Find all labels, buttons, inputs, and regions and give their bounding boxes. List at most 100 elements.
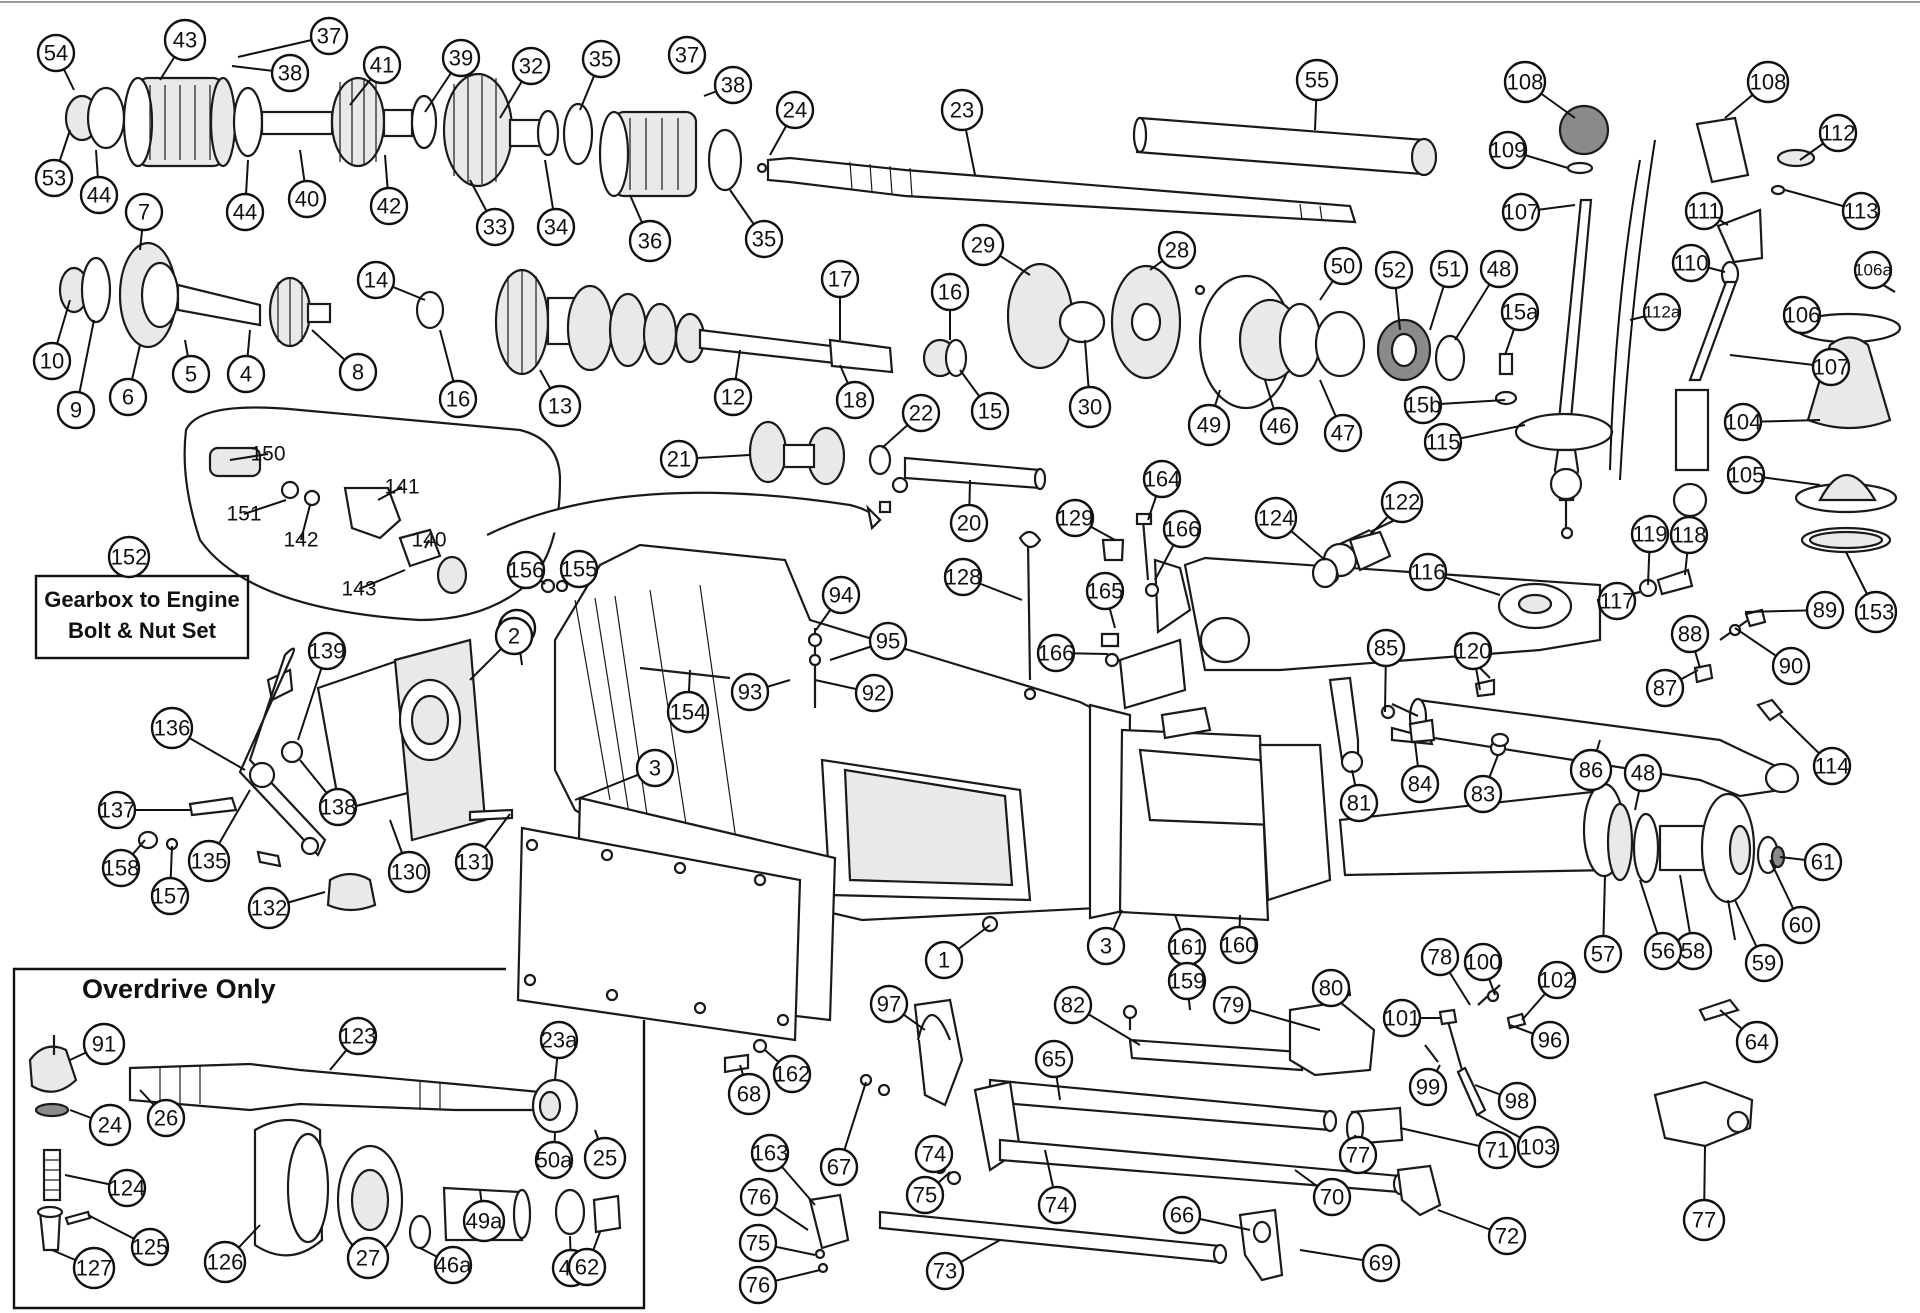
callout-circle bbox=[1420, 937, 1460, 977]
callout-text: 3 bbox=[1100, 934, 1112, 959]
callout-90: 90 bbox=[1771, 646, 1811, 686]
callout-circle bbox=[1501, 192, 1541, 232]
callout-text: 135 bbox=[191, 849, 228, 874]
callout-text: 8 bbox=[352, 360, 364, 385]
callout-text: 163 bbox=[752, 1141, 789, 1166]
callout-73: 73 bbox=[925, 1251, 965, 1291]
callout-text: 106 bbox=[1784, 303, 1821, 328]
callout-circle bbox=[362, 45, 402, 85]
callout-32: 32 bbox=[511, 46, 551, 86]
callout-163: 163 bbox=[750, 1133, 790, 1173]
callout-132: 132 bbox=[247, 886, 291, 930]
callout-120: 120 bbox=[1453, 631, 1493, 671]
callout-16: 16 bbox=[438, 379, 478, 419]
callout-circle bbox=[1403, 385, 1443, 425]
callout-circle bbox=[1597, 581, 1637, 621]
callout-text: 85 bbox=[1374, 636, 1398, 661]
callout-158: 158 bbox=[101, 848, 141, 888]
callout-circle bbox=[1382, 998, 1422, 1038]
callout-circle bbox=[1219, 925, 1259, 965]
top-cover-fittings bbox=[1100, 512, 1767, 748]
speedometer-drive-inset bbox=[183, 406, 882, 622]
callout-circle bbox=[914, 1134, 954, 1174]
callout-22: 22 bbox=[901, 393, 941, 433]
callout-162: 162 bbox=[772, 1054, 812, 1094]
callout-circle bbox=[1682, 1198, 1726, 1242]
callout-123: 123 bbox=[338, 1016, 378, 1056]
callout-text: 137 bbox=[99, 798, 136, 823]
rear-extension bbox=[1328, 676, 1800, 798]
callout-circle bbox=[949, 503, 989, 543]
callout-text: 130 bbox=[391, 860, 428, 885]
tube bbox=[1132, 116, 1438, 177]
callout-text: 98 bbox=[1505, 1089, 1529, 1114]
callout-text: 24 bbox=[98, 1113, 122, 1138]
callout-circle bbox=[901, 393, 941, 433]
callout-circle bbox=[270, 53, 310, 93]
callout-49: 49 bbox=[1187, 403, 1231, 447]
callout-94: 94 bbox=[821, 575, 861, 615]
callout-153: 153 bbox=[1854, 590, 1898, 634]
overdrive-only-frame bbox=[12, 967, 646, 1310]
mainshaft bbox=[756, 156, 1357, 224]
callout-text: 67 bbox=[827, 1155, 851, 1180]
callout-circle bbox=[1429, 249, 1469, 289]
callout-21: 21 bbox=[659, 439, 699, 479]
callout-136: 136 bbox=[150, 706, 194, 750]
callout-text: 140 bbox=[411, 529, 446, 552]
callout-circle bbox=[961, 223, 1005, 267]
callout-text: 44 bbox=[87, 183, 111, 208]
callout-text: 24 bbox=[783, 98, 807, 123]
callout-circle bbox=[506, 550, 546, 590]
callout-16: 16 bbox=[930, 272, 970, 312]
callout-108: 108 bbox=[1746, 60, 1790, 104]
callout-text: 165 bbox=[1087, 579, 1124, 604]
callout-text: 126 bbox=[207, 1250, 244, 1275]
callout-112a: 112a bbox=[1642, 292, 1682, 332]
callout-circle bbox=[1212, 985, 1252, 1025]
callout-circle bbox=[79, 175, 119, 215]
callout-circle bbox=[739, 1177, 779, 1217]
callout-160: 160 bbox=[1219, 925, 1259, 965]
callout-circle bbox=[32, 341, 72, 381]
callout-circle bbox=[1642, 292, 1682, 332]
callout-text: 46a bbox=[435, 1253, 472, 1278]
callout-159: 159 bbox=[1167, 961, 1207, 1001]
callout-text: 75 bbox=[913, 1183, 937, 1208]
callout-74: 74 bbox=[1037, 1185, 1077, 1225]
callout-circle bbox=[713, 65, 753, 105]
callout-text: 128 bbox=[945, 565, 982, 590]
callout-circle bbox=[713, 377, 753, 417]
callout-circle bbox=[1630, 514, 1670, 554]
callout-50a: 50a bbox=[534, 1140, 574, 1180]
callout-text: 38 bbox=[278, 61, 302, 86]
callout-text: 114 bbox=[1814, 754, 1849, 779]
callout-51: 51 bbox=[1429, 249, 1469, 289]
callout-text: 74 bbox=[922, 1142, 946, 1167]
callout-20: 20 bbox=[949, 503, 989, 543]
callout-87: 87 bbox=[1645, 668, 1685, 708]
callout-text: 57 bbox=[1591, 942, 1615, 967]
callout-23a: 23a bbox=[539, 1020, 579, 1060]
callout-116: 116 bbox=[1408, 552, 1448, 592]
callout-83: 83 bbox=[1463, 774, 1503, 814]
callout-text: 142 bbox=[283, 529, 318, 552]
callout-text: 107 bbox=[1813, 355, 1850, 380]
callout-circle bbox=[1782, 295, 1822, 335]
callout-135: 135 bbox=[187, 839, 231, 883]
callout-circle bbox=[1811, 347, 1851, 387]
callout-text: 143 bbox=[341, 578, 376, 601]
callout-text: 64 bbox=[1745, 1030, 1769, 1055]
callout-text: 71 bbox=[1485, 1138, 1509, 1163]
callout-circle bbox=[318, 787, 358, 827]
callout-text: 35 bbox=[752, 227, 776, 252]
callout-text: 61 bbox=[1811, 850, 1835, 875]
callout-33: 33 bbox=[475, 207, 515, 247]
callout-text: 44 bbox=[233, 200, 257, 225]
callout-166: 166 bbox=[1036, 633, 1076, 673]
callout-110: 110 bbox=[1671, 243, 1711, 283]
callout-circle bbox=[97, 790, 137, 830]
callout-text: 2 bbox=[508, 624, 520, 649]
callout-75: 75 bbox=[738, 1223, 778, 1263]
